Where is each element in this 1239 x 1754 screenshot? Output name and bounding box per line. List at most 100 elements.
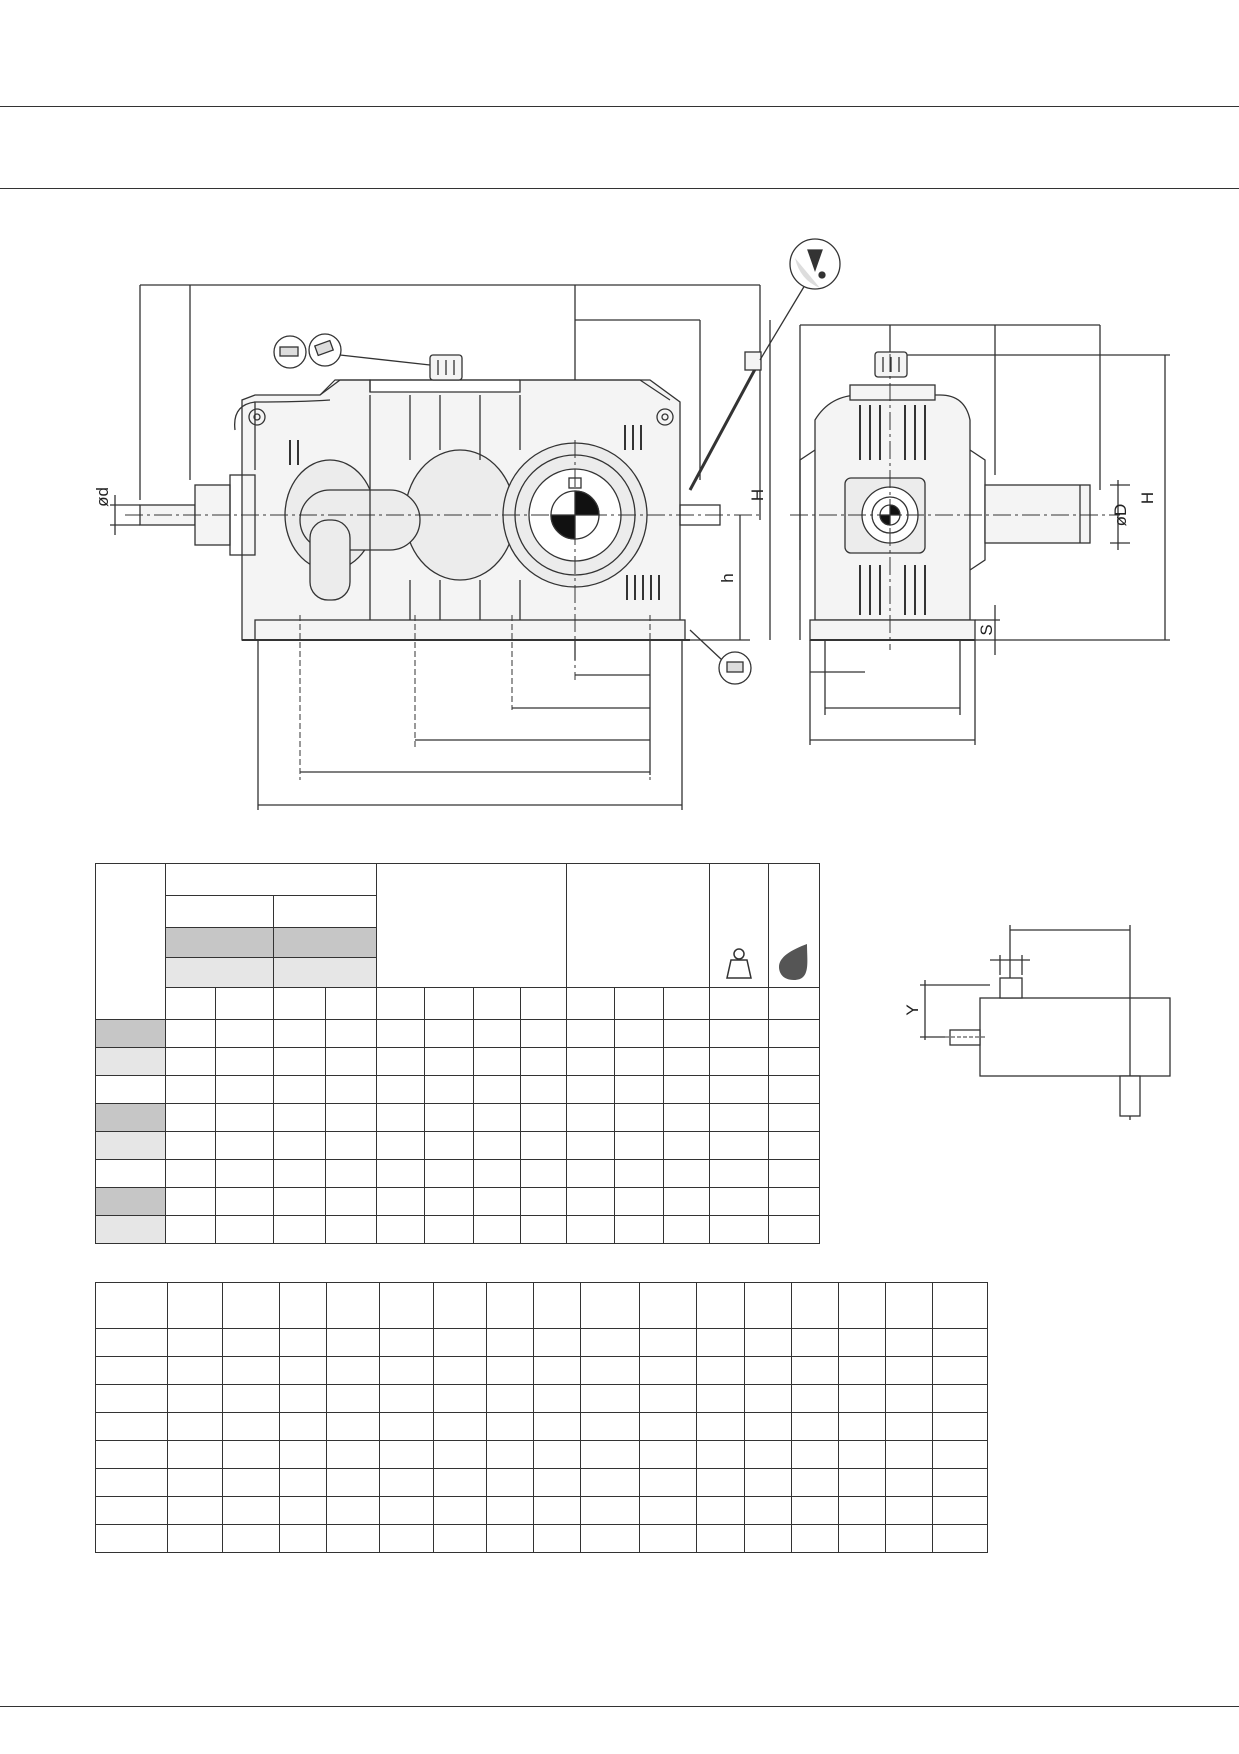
table-cell [433, 1384, 488, 1413]
table-cell [884, 1356, 933, 1385]
table-header-cell [614, 986, 665, 1021]
table-cell [486, 1356, 535, 1385]
table-header-cell [424, 986, 474, 1021]
dim-label-H: H [1138, 492, 1157, 504]
table-cell [215, 1019, 274, 1048]
table-cell [167, 1440, 224, 1469]
table-cell [165, 1103, 217, 1132]
table-cell [565, 1131, 616, 1160]
table-cell [519, 1103, 567, 1132]
table-cell [376, 1187, 426, 1216]
table-row [94, 1187, 821, 1216]
table-cell [324, 1103, 378, 1132]
table-cell [663, 1215, 711, 1244]
table-cell [767, 1131, 821, 1160]
table-cell [379, 1524, 435, 1553]
table-cell [165, 1131, 217, 1160]
table-cell [486, 1496, 535, 1525]
table-cell [472, 1019, 521, 1048]
table-header-cell [165, 927, 274, 958]
table-header-cell [472, 986, 521, 1021]
table-cell [533, 1468, 582, 1497]
table-cell [743, 1328, 792, 1357]
table-cell [279, 1412, 328, 1441]
dim-label-d: ød [93, 487, 112, 507]
table-cell [638, 1412, 697, 1441]
table-cell [565, 1019, 616, 1048]
table-header-cell [767, 986, 821, 1021]
table-header-cell [709, 986, 769, 1021]
table-cell [884, 1524, 933, 1553]
table-cell [790, 1412, 839, 1441]
table-cell [614, 1215, 665, 1244]
table-cell [424, 1047, 474, 1076]
table-cell [215, 1131, 274, 1160]
table-header-row [96, 895, 820, 929]
table-cell [167, 1356, 224, 1385]
table-cell [837, 1412, 886, 1441]
table-cell [376, 1019, 426, 1048]
table-cell [709, 1103, 769, 1132]
table-cell [533, 1384, 582, 1413]
table-cell [376, 1131, 426, 1160]
table-cell [837, 1440, 886, 1469]
table-cell [580, 1356, 640, 1385]
table-row-label-cell [94, 1019, 167, 1048]
table-cell [790, 1384, 839, 1413]
table-header-row [94, 862, 821, 1020]
table-cell [580, 1328, 640, 1357]
table-cell [709, 1075, 769, 1104]
table-row [94, 1468, 989, 1497]
table-cell [695, 1384, 745, 1413]
breather-plug-icon [273, 333, 342, 369]
table-row [94, 1019, 821, 1048]
table-row-label-cell [94, 1215, 167, 1244]
table-cell [165, 1215, 217, 1244]
table-cell [433, 1440, 488, 1469]
table-cell [743, 1496, 792, 1525]
table-cell [663, 1131, 711, 1160]
table-cell [486, 1524, 535, 1553]
table-cell [94, 1384, 169, 1413]
table-cell [931, 1524, 989, 1553]
table-cell [533, 1356, 582, 1385]
table-row [94, 1524, 989, 1553]
table-cell [433, 1496, 488, 1525]
weight-icon [726, 948, 752, 979]
weight-header-cell [709, 863, 769, 988]
top-rule [0, 106, 1239, 107]
table-cell [215, 1103, 274, 1132]
table-cell [472, 1075, 521, 1104]
dim-label-H1: H [748, 489, 767, 501]
table-cell [533, 1440, 582, 1469]
table-cell [433, 1412, 488, 1441]
table-cell [272, 1019, 326, 1048]
table-cell [326, 1356, 381, 1385]
table-1-body [94, 1019, 821, 1244]
table-cell [279, 1468, 328, 1497]
table-cell [790, 1328, 839, 1357]
table-cell [222, 1496, 281, 1525]
table-cell [272, 1047, 326, 1076]
table-cell [472, 1187, 521, 1216]
table-cell [279, 1384, 328, 1413]
table-cell [663, 1103, 711, 1132]
oil-drop-icon [778, 943, 808, 980]
table-header-cell [931, 1282, 989, 1329]
table-header-cell [272, 927, 378, 958]
table-cell [519, 1075, 567, 1104]
table-cell [222, 1384, 281, 1413]
table-cell [222, 1328, 281, 1357]
table-cell [324, 1131, 378, 1160]
table-cell [167, 1328, 224, 1357]
table-cell [695, 1524, 745, 1553]
table-header-cell [94, 1282, 169, 1329]
table-cell [433, 1328, 488, 1357]
table-cell [695, 1356, 745, 1385]
dim-label-h: h [718, 573, 737, 582]
table-cell [222, 1356, 281, 1385]
table-row-label-cell [94, 1159, 167, 1188]
dim-label-S: S [977, 624, 996, 635]
table-cell [533, 1328, 582, 1357]
table-header-cell [743, 1282, 792, 1329]
